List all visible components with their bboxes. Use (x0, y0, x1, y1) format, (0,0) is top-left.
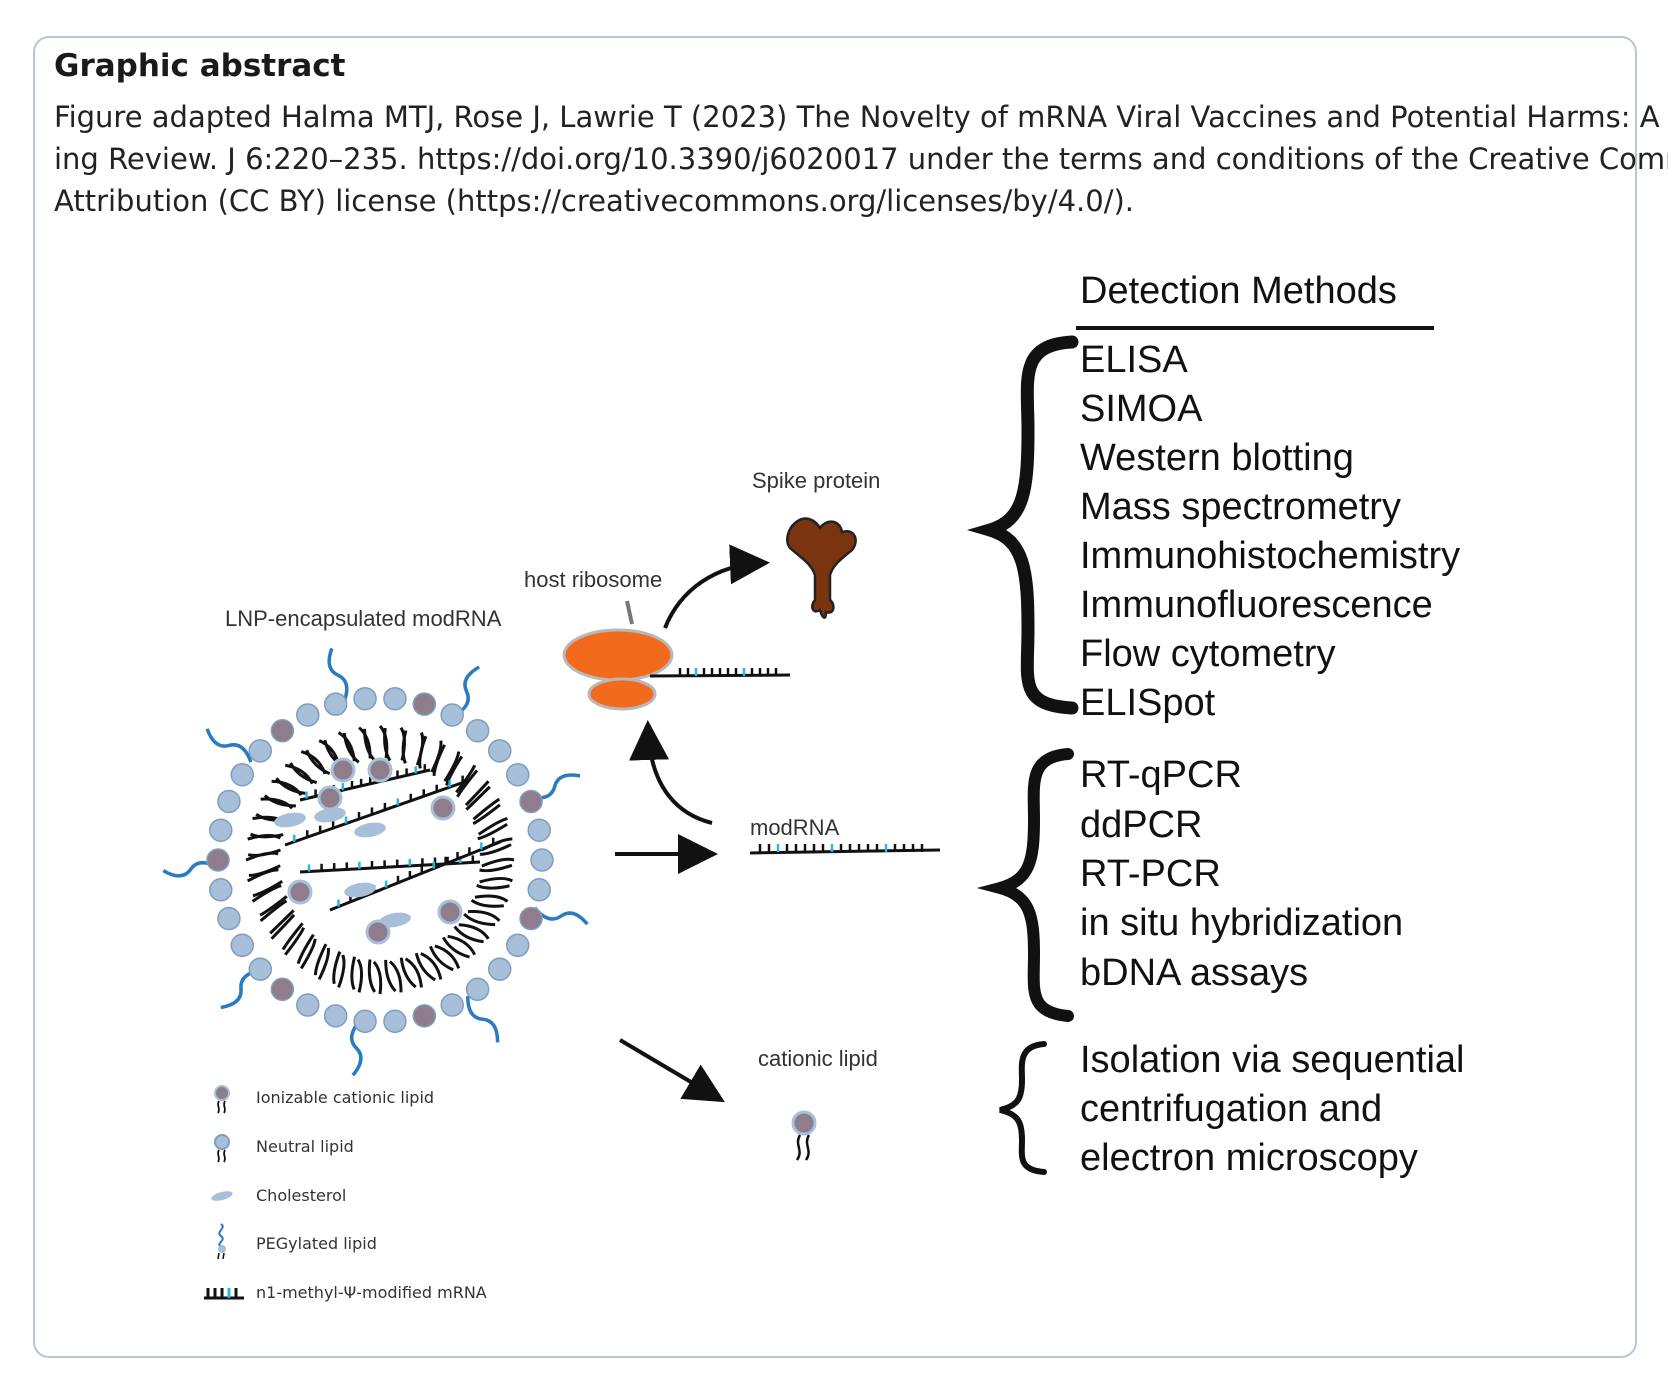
method-item: in situ hybridization (1080, 902, 1403, 944)
method-item: ddPCR (1080, 804, 1203, 846)
ionizable-lipid-legend-icon (214, 1085, 230, 1114)
modrna-label: modRNA (750, 815, 840, 840)
method-item: Flow cytometry (1080, 633, 1335, 675)
legend-neutral-lipid: Neutral lipid (256, 1137, 354, 1156)
method-item: Isolation via sequential (1080, 1039, 1464, 1081)
translation-arrow (663, 544, 770, 629)
method-item: RT-PCR (1080, 853, 1221, 895)
legend-mrna: n1-methyl-Ψ-modified mRNA (256, 1283, 487, 1302)
figure-heading: Graphic abstract (54, 48, 346, 84)
lipid-methods-brace (999, 1041, 1047, 1175)
protein-methods-list: ELISA SIMOA Western blotting Mass spectr… (1080, 339, 1460, 724)
lnp-label: LNP-encapsulated modRNA (225, 606, 502, 631)
ribosome-icon (562, 600, 791, 711)
caption-line-3: Attribution (CC BY) license (https://cre… (54, 184, 1135, 218)
legend-cholesterol: Cholesterol (256, 1186, 346, 1205)
method-item: centrifugation and (1080, 1088, 1382, 1130)
method-item: Western blotting (1080, 437, 1354, 479)
method-item: bDNA assays (1080, 952, 1308, 994)
method-item: ELISA (1080, 339, 1188, 381)
legend-ionizable-lipid: Ionizable cationic lipid (256, 1088, 434, 1107)
cationic-lipid-icon (791, 1110, 817, 1161)
lipid-arrow (618, 1038, 725, 1103)
lipid-methods-list: Isolation via sequential centrifugation … (1080, 1039, 1464, 1179)
protein-methods-brace (967, 335, 1079, 715)
lnp-particle (162, 647, 589, 1077)
method-item: RT-qPCR (1080, 754, 1242, 796)
legend: Ionizable cationic lipid Neutral lipid C… (204, 1085, 487, 1302)
neutral-lipid-legend-icon (214, 1134, 230, 1163)
spike-protein-label: Spike protein (752, 468, 880, 493)
method-item: ELISpot (1080, 682, 1216, 724)
legend-peg-lipid: PEGylated lipid (256, 1234, 377, 1253)
mrna-legend-icon (204, 1288, 244, 1300)
rna-methods-brace (976, 748, 1074, 1022)
method-item: Mass spectrometry (1080, 486, 1401, 528)
figure-frame (33, 36, 1637, 1358)
method-item: Immunohistochemistry (1080, 535, 1460, 577)
method-item: electron microscopy (1080, 1137, 1418, 1179)
cholesterol-legend-icon (211, 1191, 233, 1201)
peg-lipid-legend-icon (217, 1223, 226, 1260)
caption-line-1: Figure adapted Halma MTJ, Rose J, Lawrie… (54, 100, 1668, 134)
host-ribosome-label: host ribosome (524, 567, 662, 592)
spike-protein-icon (786, 517, 857, 619)
detection-methods-title: Detection Methods (1080, 270, 1397, 312)
method-item: SIMOA (1080, 388, 1203, 430)
rna-methods-list: RT-qPCR ddPCR RT-PCR in situ hybridizati… (1080, 754, 1403, 994)
modrna-strand-icon (749, 844, 941, 855)
caption-line-2: ing Review. J 6:220–235. https://doi.org… (54, 142, 1668, 176)
ribosome-entry-arrow (629, 720, 713, 825)
cationic-lipid-label: cationic lipid (758, 1046, 878, 1071)
figure-caption: Figure adapted Halma MTJ, Rose J, Lawrie… (54, 96, 1668, 222)
method-item: Immunofluorescence (1080, 584, 1433, 626)
